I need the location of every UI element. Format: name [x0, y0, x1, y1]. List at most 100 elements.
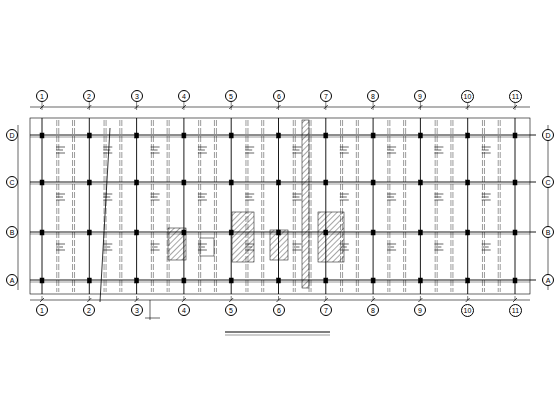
grid-line [482, 120, 483, 292]
axis-bubble: A [542, 274, 554, 286]
grid-line [214, 120, 215, 292]
grid-line [387, 120, 388, 292]
grid-line [434, 147, 443, 148]
grid-line [387, 194, 396, 195]
grid-line [434, 200, 443, 201]
column [277, 278, 281, 283]
axis-bubble: C [542, 176, 554, 188]
grid-line [340, 150, 347, 151]
frame [18, 107, 548, 335]
column [371, 180, 375, 185]
axis-bubble: A [6, 274, 18, 286]
axis-bubble: 11 [509, 304, 522, 317]
axis-label: 1 [40, 307, 44, 314]
axis-label: B [546, 229, 551, 236]
grid-line [467, 102, 468, 110]
grid-line [293, 147, 302, 148]
grid-line [229, 105, 233, 109]
grid-line [293, 247, 300, 248]
grid-line [387, 247, 394, 248]
grid-line [293, 200, 302, 201]
grid-line [293, 150, 300, 151]
grid-line [484, 120, 485, 292]
grid-line [324, 105, 328, 109]
column [466, 230, 470, 235]
grid-line [482, 197, 489, 198]
column [87, 230, 91, 235]
axis-label: 3 [135, 93, 139, 100]
grid-line [119, 120, 120, 292]
grid-line [103, 150, 110, 151]
grid-line [466, 298, 470, 302]
grid-line [87, 298, 91, 302]
axis-label: 8 [371, 307, 375, 314]
grid-line [373, 102, 374, 110]
axis-label: D [9, 132, 14, 139]
column [182, 133, 186, 138]
grid-line [371, 105, 375, 109]
grid-line [500, 120, 501, 292]
axis-label: D [545, 132, 550, 139]
grid-line [198, 200, 207, 201]
axis-label: C [9, 179, 14, 186]
column [466, 180, 470, 185]
column [466, 278, 470, 283]
grid-line [434, 247, 441, 248]
grid-line [231, 118, 232, 294]
axis-label: 6 [277, 307, 281, 314]
column [513, 180, 517, 185]
grid-line [482, 250, 491, 251]
grid-line [387, 250, 396, 251]
grid-line [72, 120, 73, 292]
axis-bubble: 8 [367, 304, 379, 316]
axis-label: A [546, 277, 551, 284]
axis-bubble: B [542, 226, 554, 238]
grid-line [42, 102, 43, 110]
axis-bubble: 2 [83, 304, 95, 316]
column [418, 230, 422, 235]
axis-bubble: 8 [367, 90, 379, 102]
column [513, 133, 517, 138]
axis-label: 9 [418, 307, 422, 314]
axis-label: A [10, 277, 15, 284]
grid-line [198, 244, 207, 245]
grid-line [30, 135, 536, 136]
grid-line [103, 197, 110, 198]
grid-line [56, 250, 65, 251]
grid-line [420, 102, 421, 110]
grid-line [56, 120, 57, 292]
axis-bubble: 3 [131, 90, 143, 102]
grid-line [151, 194, 160, 195]
axis-bubble: 6 [273, 304, 285, 316]
column [135, 230, 139, 235]
axis-label: 5 [229, 307, 233, 314]
grid-line [198, 197, 205, 198]
column [371, 133, 375, 138]
grid-line [420, 118, 421, 294]
axis-bubble: 11 [509, 90, 522, 103]
axis-bubble: 2 [83, 90, 95, 102]
grid-line [89, 102, 90, 110]
grid-line [405, 120, 406, 292]
grid-line [324, 298, 328, 302]
axis-label: 4 [182, 307, 186, 314]
axis-bubble: D [6, 129, 18, 141]
axis-bubble: 10 [461, 304, 474, 317]
grid-line [418, 298, 422, 302]
column [229, 133, 233, 138]
grid-line [56, 150, 63, 151]
axis-bubble: 5 [225, 304, 237, 316]
grid-line [311, 120, 312, 292]
column [40, 180, 44, 185]
column [229, 180, 233, 185]
grid-line [151, 120, 152, 292]
grid-line [231, 102, 232, 110]
grid-line [482, 200, 491, 201]
grid-line [151, 200, 160, 201]
grid-line [136, 102, 137, 110]
grid-line [183, 118, 184, 294]
grid-line [198, 147, 207, 148]
column [40, 133, 44, 138]
grid-line [278, 118, 279, 294]
grid-line [135, 105, 139, 109]
